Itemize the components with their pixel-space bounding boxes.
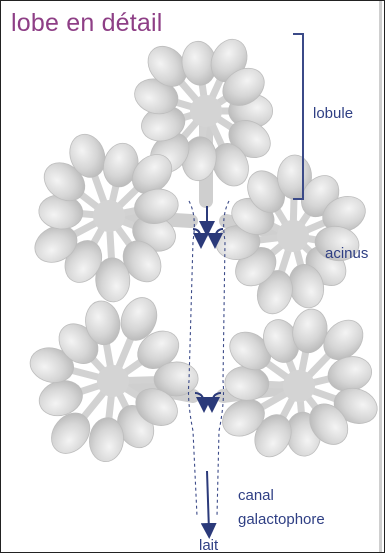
milk-flow-arrow bbox=[207, 471, 209, 531]
label-lait: lait bbox=[199, 537, 218, 553]
right-edge-strip bbox=[379, 1, 382, 552]
lobule-core bbox=[93, 200, 125, 232]
diagram-title: lobe en détail bbox=[11, 9, 163, 37]
lobule-lower-right bbox=[216, 306, 382, 463]
lobule-lower-left bbox=[26, 292, 198, 463]
label-lobule: lobule bbox=[313, 105, 353, 123]
lobule-core bbox=[190, 95, 222, 127]
duct-outline-left bbox=[189, 201, 198, 516]
lobule-core bbox=[277, 220, 309, 252]
lobule-core bbox=[97, 365, 129, 397]
label-acinus: acinus bbox=[325, 245, 368, 263]
label-canal-line1: canal bbox=[238, 487, 274, 505]
lobule-core bbox=[283, 370, 315, 402]
label-canal-line2: galactophore bbox=[238, 511, 325, 529]
